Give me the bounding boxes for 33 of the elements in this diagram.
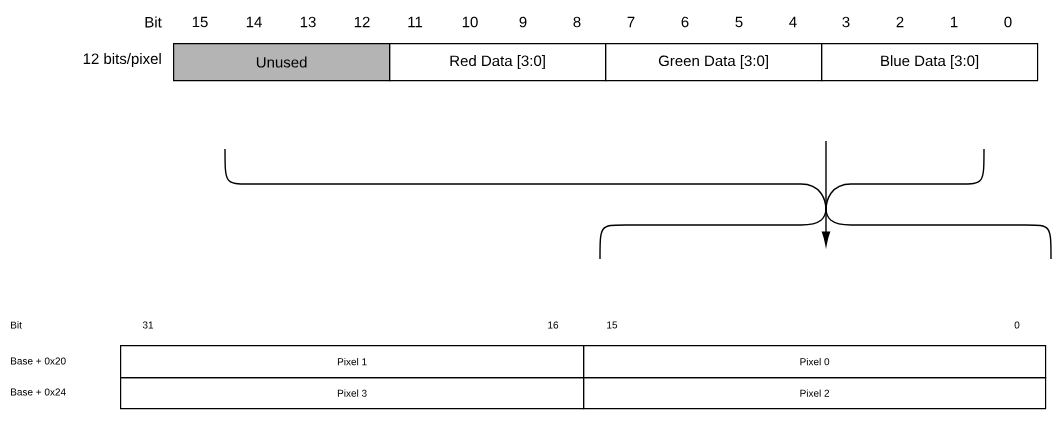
bit-number: 6 [681,16,689,28]
row-label: Base + 0x20 [11,357,66,365]
bit-number: 7 [627,16,635,28]
register-cell: Blue Data [3:0] [821,43,1039,82]
bit-number: 12 [354,16,370,28]
row-label: Bit [145,16,162,28]
bit-number: 0 [1004,16,1012,28]
arrow [821,140,831,246]
bit-number: 2 [896,16,904,28]
register-cell: Pixel 2 [583,377,1047,410]
bit-number: 3 [842,16,850,28]
bit-number: 15 [607,321,618,329]
row-label: Base + 0x24 [11,388,66,396]
bit-number: 14 [246,16,262,28]
bit-number: 8 [573,16,581,28]
bit-number: 16 [548,321,559,329]
bit-number: 11 [408,16,423,28]
row-label: Bit [11,321,22,329]
bit-number: 5 [735,16,743,28]
bit-number: 10 [462,16,478,28]
register-cell: Pixel 1 [120,345,585,379]
bit-number: 4 [789,16,797,28]
register-cell: Pixel 3 [120,377,585,410]
bit-number: 9 [519,16,527,28]
register-cell: Red Data [3:0] [389,43,607,82]
bit-number: 13 [300,16,316,28]
bit-number: 15 [192,16,208,28]
register-cell: Unused [173,43,391,82]
register-cell: Green Data [3:0] [605,43,823,82]
bit-number: 1 [950,16,958,28]
register-cell: Pixel 0 [583,345,1047,379]
bit-number: 31 [142,321,154,329]
bit-number: 0 [1014,321,1020,329]
